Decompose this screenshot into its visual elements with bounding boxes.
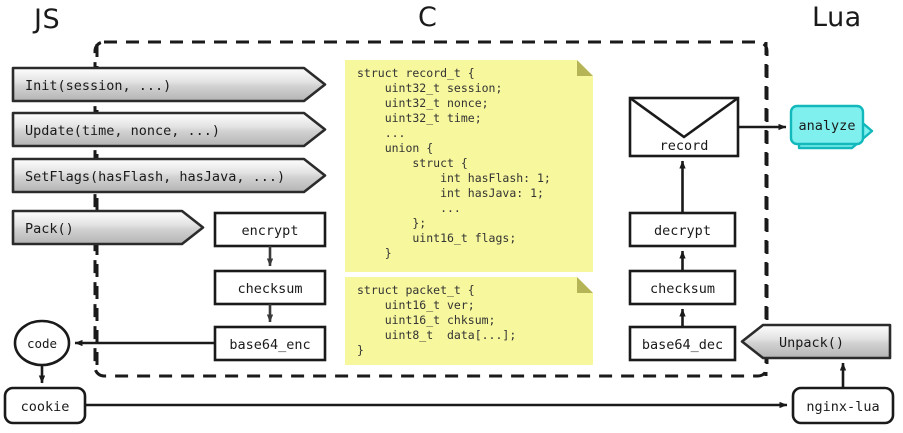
code-line: ... [357,201,461,215]
node-analyze[interactable]: analyze [789,104,874,150]
box-decrypt[interactable]: decrypt [628,211,737,248]
analyze-card-shape [789,104,865,146]
code-line: uint16_t chksum; [357,313,495,327]
js-call-init-label: Init(session, ...) [25,78,171,94]
c-lane-boundary [93,40,769,378]
lane-label-c: C [418,2,438,33]
code-line: uint8_t data[...]; [357,328,516,342]
js-call-init[interactable]: Init(session, ...) [11,66,327,103]
lane-label-lua: Lua [812,2,862,33]
box-encrypt-label: encrypt [242,223,299,239]
code-line: uint32_t time; [357,111,482,125]
box-base64-dec[interactable]: base64_dec [628,325,737,362]
box-checksum-left[interactable]: checksum [213,269,327,306]
code-line: union { [357,141,433,155]
note-packet-struct [345,277,593,365]
box-base64-dec-label: base64_dec [642,337,723,353]
js-call-update-label: Update(time, nonce, ...) [25,123,220,139]
box-encrypt[interactable]: encrypt [213,211,327,248]
box-base64-enc-label: base64_enc [229,337,310,353]
lua-call-unpack-label: Unpack() [779,335,844,351]
connectors [38,123,847,409]
code-line: struct packet_t { [357,283,475,297]
box-base64-enc[interactable]: base64_enc [213,325,327,362]
code-line: uint16_t ver; [357,298,475,312]
code-line: } [357,343,364,357]
js-call-pack-label: Pack() [25,221,74,237]
box-checksum-left-label: checksum [237,281,302,297]
node-nginx-lua[interactable]: nginx-lua [791,386,895,425]
node-code-label: code [27,336,57,351]
code-line: } [357,246,392,260]
lane-label-js: JS [34,4,61,35]
node-cookie[interactable]: cookie [3,386,87,425]
code-line: int hasFlash: 1; [357,171,551,185]
js-call-setflags[interactable]: SetFlags(hasFlash, hasJava, ...) [11,157,327,194]
box-decrypt-label: decrypt [654,223,711,239]
js-call-setflags-label: SetFlags(hasFlash, hasJava, ...) [25,169,285,185]
envelope-flap-icon [629,96,739,139]
node-cookie-label: cookie [21,399,70,415]
envelope-record-label: record [660,138,709,154]
code-line: ... [357,126,405,140]
js-call-update[interactable]: Update(time, nonce, ...) [11,111,327,148]
note-record-struct [345,60,593,272]
lua-call-unpack[interactable]: Unpack() [740,323,892,360]
envelope-record[interactable]: record [628,96,740,158]
box-checksum-right-label: checksum [650,281,715,297]
js-call-pack[interactable]: Pack() [11,209,205,246]
code-line: }; [357,216,426,230]
node-nginx-lua-label: nginx-lua [806,399,879,415]
code-line: uint32_t session; [357,81,502,95]
code-line: struct record_t { [357,66,475,80]
code-line: struct { [357,156,468,170]
js-call-shapes: Init(session, ...) Update(time, nonce, .… [11,66,327,246]
box-checksum-right[interactable]: checksum [628,269,737,306]
note-record-struct-text: struct record_t { uint32_t session; uint… [357,66,551,260]
code-line: uint32_t nonce; [357,96,489,110]
node-analyze-label: analyze [799,118,856,134]
code-line: int hasJava: 1; [357,186,544,200]
node-code[interactable]: code [13,319,71,367]
note-packet-struct-text: struct packet_t { uint16_t ver; uint16_t… [357,283,516,357]
code-line: uint16_t flags; [357,231,516,245]
